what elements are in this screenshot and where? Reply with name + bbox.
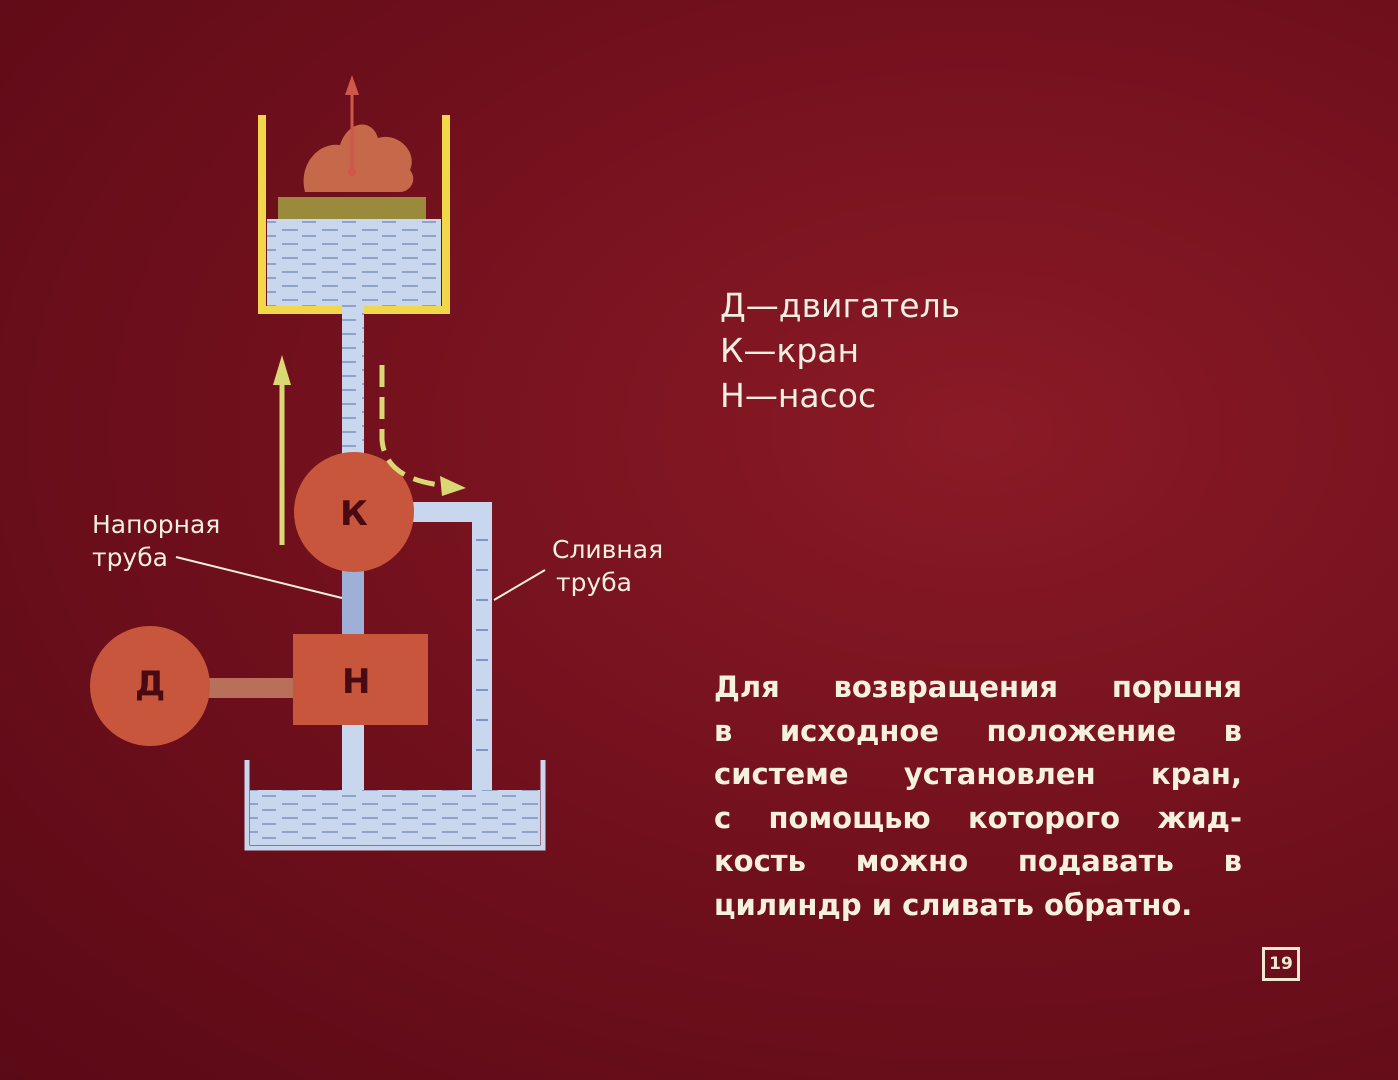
piston xyxy=(278,197,426,219)
description-line: в исходное положение в xyxy=(714,713,1242,748)
pressure-flow-arrow-icon xyxy=(273,355,291,385)
lower-pipe xyxy=(342,720,364,800)
pressure-pipe-leader xyxy=(175,556,343,599)
drain-pipe-leader xyxy=(493,569,546,601)
drain-flow-arrow xyxy=(379,365,441,488)
drain-pipe xyxy=(405,502,492,800)
upper-pipe xyxy=(342,306,364,466)
motor-shaft xyxy=(205,678,295,698)
motor-letter: Д xyxy=(135,664,166,704)
drain-pipe-label-line2: труба xyxy=(556,568,632,597)
description-line: кость можно подавать в xyxy=(714,844,1242,878)
cylinder xyxy=(258,75,450,314)
valve-letter: К xyxy=(340,494,368,534)
tank-liquid xyxy=(250,790,540,845)
description-line: с помощью которого жид- xyxy=(714,800,1242,835)
pump xyxy=(293,634,428,725)
motor xyxy=(90,626,210,746)
frame-number: 19 xyxy=(1262,947,1300,981)
legend-item: Н—насос xyxy=(720,376,877,415)
description-line: системе установлен кран, xyxy=(714,757,1242,791)
load xyxy=(303,124,414,192)
pump-letter: Н xyxy=(342,662,371,702)
legend-item: К—кран xyxy=(720,331,860,370)
description-line: Для возвращения поршня xyxy=(714,670,1242,704)
drain-pipe-label-line1: Сливная xyxy=(552,535,664,564)
valve xyxy=(294,452,414,572)
description-line: цилиндр и сливать обратно. xyxy=(714,887,1193,922)
pressure-pipe-label-line2: труба xyxy=(92,543,168,572)
up-arrow-icon xyxy=(345,75,359,95)
cylinder-liquid xyxy=(267,219,441,306)
legend-item: Д—двигатель xyxy=(720,286,961,325)
pressure-pipe-label-line1: Напорная xyxy=(92,510,221,539)
drain-flow-arrow-icon xyxy=(440,476,466,496)
mid-pipe xyxy=(342,570,364,640)
description-text: Для возвращения поршня в исходное положе… xyxy=(714,666,1242,927)
tank xyxy=(244,760,546,851)
legend: Д—двигатель К—кран Н—насос xyxy=(720,283,960,418)
